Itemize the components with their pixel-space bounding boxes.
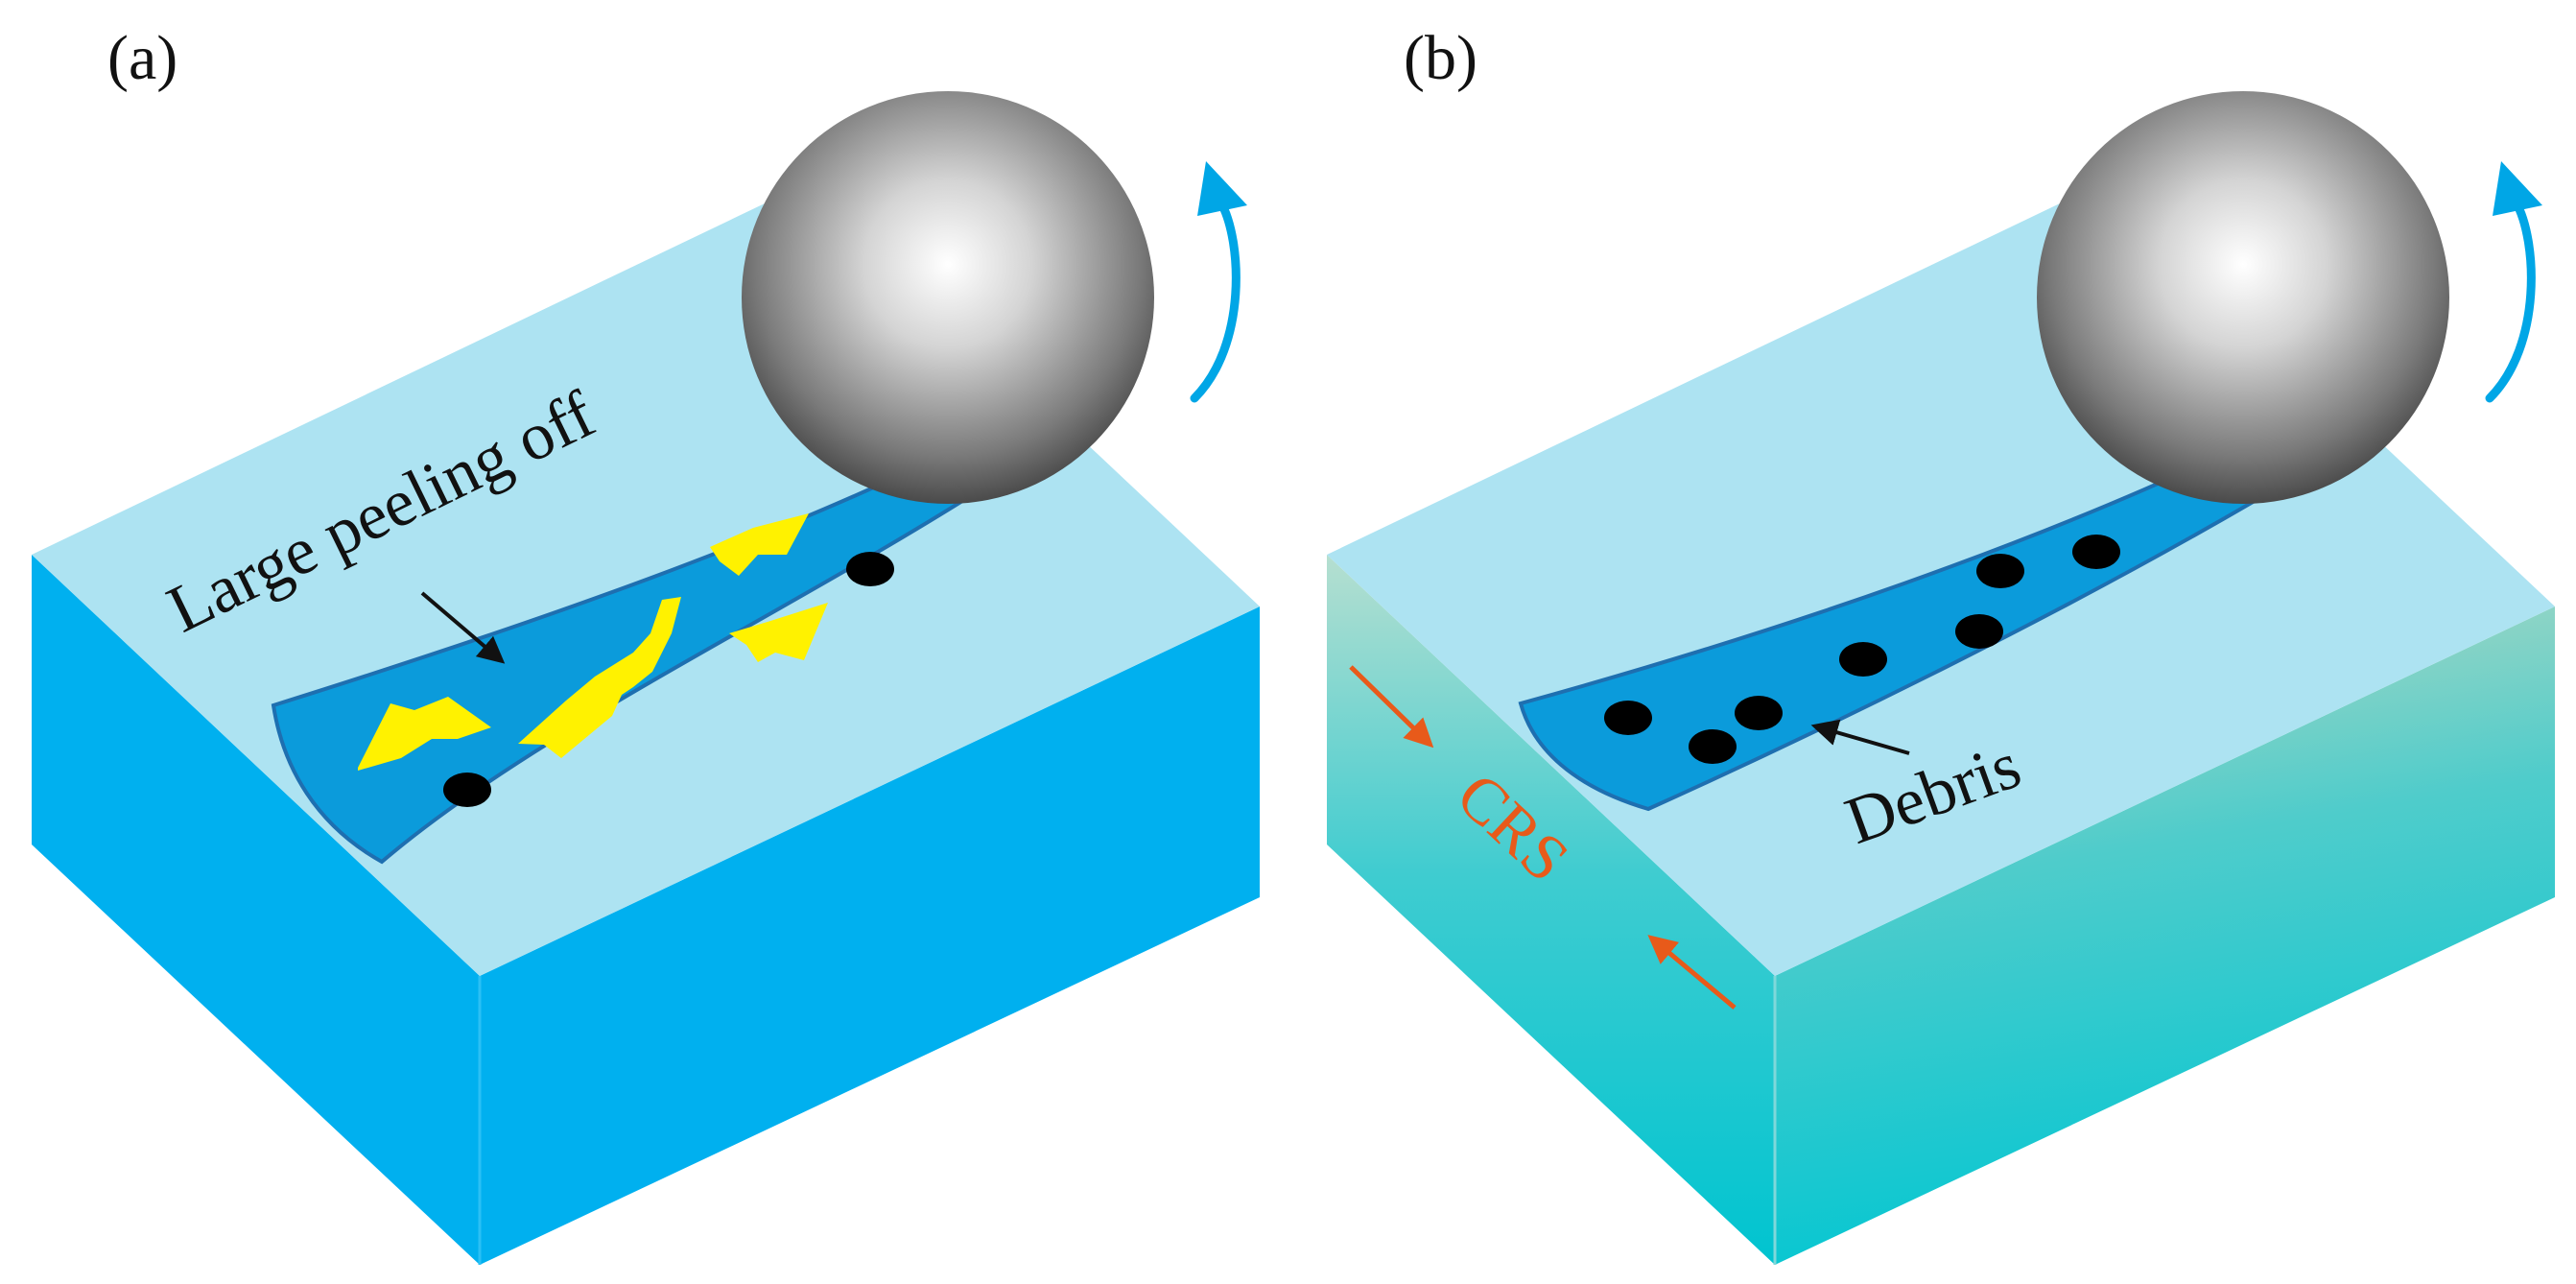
debris-dot — [1839, 642, 1887, 677]
debris-dot — [1689, 729, 1737, 764]
block-a-left-face — [32, 555, 480, 1265]
panel-b-label: (b) — [1404, 23, 1477, 93]
rotation-arrow-b — [2485, 161, 2542, 403]
debris-dot — [1604, 701, 1652, 735]
panel-b: (b) Debris — [1327, 23, 2555, 1265]
annotation-arrow-a — [420, 591, 506, 664]
flake — [518, 597, 681, 758]
flake — [710, 513, 809, 576]
panel-a: (a) Large pee — [32, 23, 1260, 1265]
rotation-arrow-a — [1190, 161, 1247, 403]
peeling-flakes — [358, 513, 828, 771]
wear-track-b — [1518, 433, 2262, 812]
debris-a — [443, 552, 894, 807]
debris-dot — [846, 552, 894, 586]
ball-a — [742, 91, 1154, 504]
block-b-right-face — [1775, 606, 2555, 1265]
debris-dot — [2072, 535, 2120, 569]
block-a-right-face — [480, 606, 1260, 1265]
flake — [358, 697, 491, 771]
panel-a-label: (a) — [107, 23, 177, 93]
wear-track-a — [271, 426, 999, 865]
debris-dot — [1976, 554, 2024, 588]
block-b-left-face — [1327, 555, 1775, 1265]
debris-dot — [443, 773, 491, 807]
debris-dot — [1955, 614, 2003, 649]
annotation-arrow-b — [1810, 719, 1910, 755]
ball-b — [2037, 91, 2449, 504]
debris-b — [1604, 535, 2120, 764]
crs-arrow-lower — [1647, 935, 1737, 1010]
flake — [729, 603, 828, 662]
debris-dot — [1735, 696, 1783, 730]
crs-arrow-upper — [1349, 665, 1434, 749]
